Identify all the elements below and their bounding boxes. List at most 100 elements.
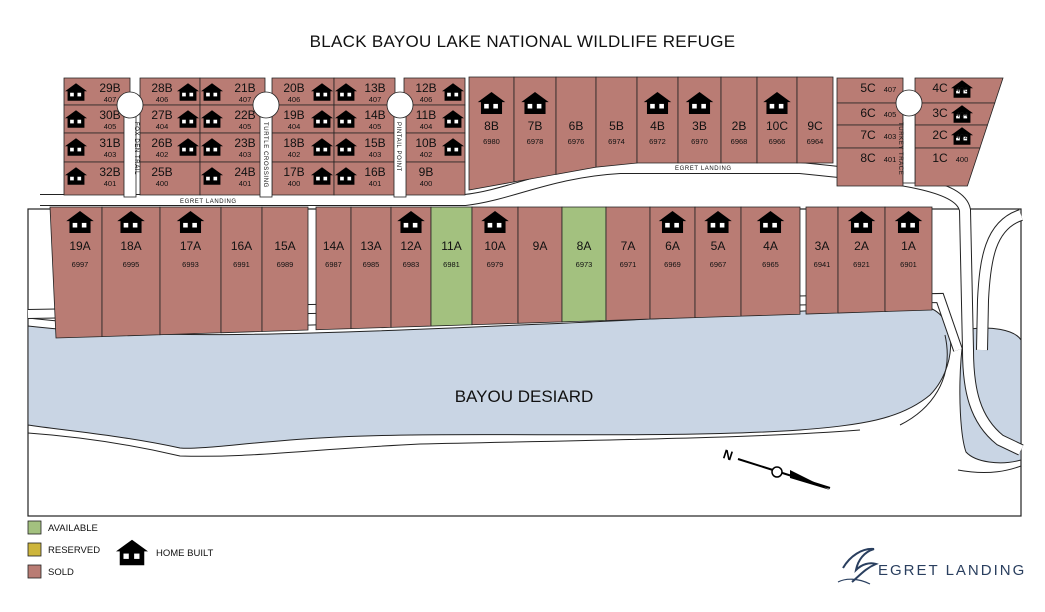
lot-address: 6972 (649, 137, 666, 146)
legend-home-built: HOME BUILT (156, 548, 214, 559)
lot-label: 11B (416, 108, 436, 122)
lot-address: 404 (288, 122, 301, 131)
lot-label: 12A (400, 239, 421, 253)
lot-address: 401 (884, 155, 897, 164)
lot-label: 2A (854, 239, 869, 253)
lot-label: 9A (533, 239, 548, 253)
lot-address: 6965 (762, 260, 779, 269)
lot-label: 16B (364, 165, 385, 179)
map-legend: AVAILABLE RESERVED SOLD HOME BUILT (27, 520, 214, 579)
lot-label: 3A (815, 239, 830, 253)
lot-address: 6991 (233, 260, 250, 269)
lot-label: 13A (360, 239, 381, 253)
svg-text:N: N (721, 446, 735, 463)
lot-address: 403 (369, 150, 382, 159)
street-fox-den: FOX DEN TRAIL (133, 122, 139, 175)
brand-logo: EGRET LANDING (837, 547, 1024, 585)
lot-label: 8B (484, 119, 499, 133)
lot-label: 12B (415, 81, 436, 95)
lot-address: 6901 (900, 260, 917, 269)
lot-address: 6997 (72, 260, 89, 269)
lot-label: 21B (234, 81, 255, 95)
lot-address: 401 (369, 179, 382, 188)
lot-address: 406 (956, 85, 969, 94)
upper-lots: 8B69807B69786B69765B69744B69723B69702B69… (468, 76, 834, 191)
north-arrow-icon: N (721, 446, 831, 490)
lot-address: 6968 (731, 137, 748, 146)
lot-label: 18A (120, 239, 141, 253)
legend-swatch-available (27, 520, 42, 535)
home-built-icon (116, 539, 148, 566)
lot-12a[interactable]: 12A 6983 (390, 206, 432, 328)
lot-address: 6974 (608, 137, 625, 146)
lot-label: 23B (234, 136, 255, 150)
street-turkey: TURKEY TRACE (897, 122, 903, 175)
lot-address: 6979 (487, 260, 504, 269)
legend-reserved: RESERVED (48, 545, 100, 556)
lot-address: 6970 (691, 137, 708, 146)
lot-address: 403 (104, 150, 117, 159)
lot-address: 407 (104, 95, 117, 104)
lot-address: 6983 (403, 260, 420, 269)
lot-address: 401 (239, 179, 252, 188)
lot-9a[interactable]: 9A (517, 206, 563, 324)
